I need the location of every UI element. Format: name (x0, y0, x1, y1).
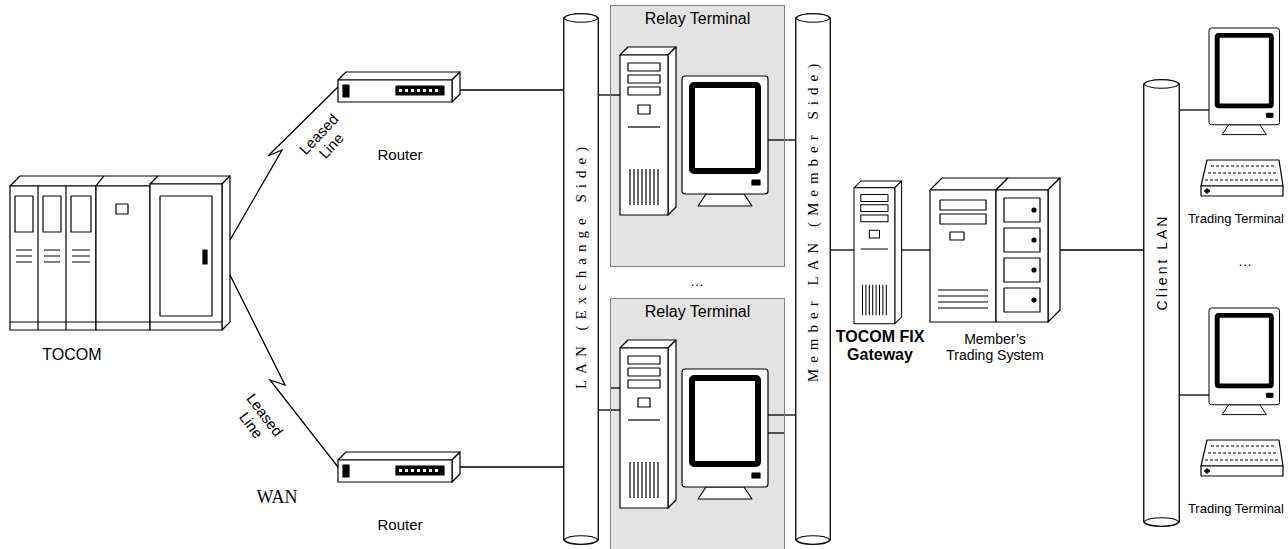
network-label: WAN (257, 487, 298, 508)
router-node: Router (338, 72, 460, 102)
device-label: TOCOM FIX Gateway (830, 328, 930, 365)
device-label: Member’s Trading System (941, 331, 1049, 363)
connector-line (1060, 249, 1143, 250)
cylinder-body (796, 14, 831, 545)
lan-name: Client LAN (1155, 214, 1169, 311)
lan-cylinder: LAN (Exchange Side) (563, 12, 599, 546)
connector-line (1180, 109, 1209, 110)
ellipsis-mark: … (690, 273, 704, 289)
gateway-server: TOCOM FIX Gateway (854, 181, 902, 324)
connector-line (902, 249, 930, 250)
connector-line (785, 414, 795, 415)
connector-line (460, 466, 563, 467)
connector-line (599, 94, 610, 95)
line-label: Leased Line (293, 108, 356, 172)
connector-line (230, 275, 338, 467)
cylinder-body (1144, 80, 1180, 527)
lan-name: LAN (Exchange Side) (574, 141, 589, 389)
relay-terminal-box: Relay Terminal (610, 5, 785, 267)
connector-line (599, 409, 610, 410)
trading-system-server: Member’s Trading System (930, 176, 1060, 322)
trading-terminal: Trading Terminal (1209, 28, 1284, 196)
device-label: Trading Terminal (1188, 502, 1284, 517)
trading-terminal: Trading Terminal (1209, 308, 1284, 476)
cylinder-rim (796, 18, 831, 540)
lan-cylinder: Client LAN (1143, 78, 1180, 528)
box-heading: Relay Terminal (611, 299, 784, 323)
cylinder-rim (1144, 84, 1180, 522)
mainframe-node: TOCOM (10, 176, 230, 330)
device-label: Router (377, 146, 422, 163)
connector-line (1180, 394, 1209, 395)
lan-cylinder: Member LAN (Member Side) (795, 12, 831, 546)
cylinder-body (564, 14, 599, 545)
device-label: TOCOM (42, 346, 101, 364)
connector-line (831, 249, 854, 250)
connector-line (785, 139, 795, 140)
device-label: Trading Terminal (1188, 212, 1284, 227)
router-node: Router (338, 452, 460, 482)
device-label: Router (377, 516, 422, 533)
ellipsis-mark: … (1238, 253, 1252, 269)
line-label: Leased Line (227, 387, 288, 452)
cylinder-rim (564, 18, 599, 540)
relay-terminal-box: Relay Terminal (610, 298, 785, 549)
box-heading: Relay Terminal (611, 6, 784, 30)
connector-line (460, 89, 563, 90)
lan-name: Member LAN (Member Side) (806, 58, 821, 382)
